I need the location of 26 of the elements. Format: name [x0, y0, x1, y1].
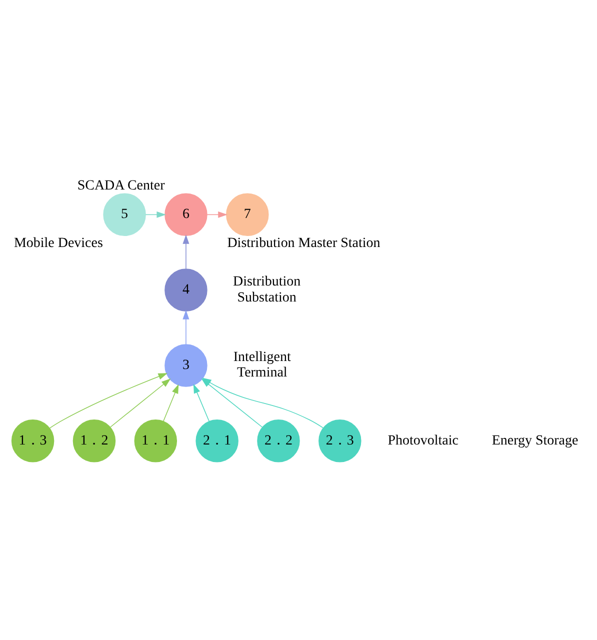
node-circle: 2．3 — [318, 420, 362, 462]
label: Photovoltaic — [388, 433, 458, 448]
arrow — [163, 384, 179, 422]
node-label: Mobile Devices — [14, 236, 103, 251]
label: Energy Storage — [492, 433, 578, 448]
arrow — [49, 373, 168, 428]
arrow — [182, 234, 190, 270]
node-circle: 1．3 — [11, 420, 54, 462]
node-circle: 4 — [164, 268, 208, 312]
node-circle: 6 — [164, 193, 208, 236]
node-circle: 5 — [103, 193, 146, 236]
node-label: Distribution Substation — [233, 274, 301, 306]
node-circle: 2．2 — [257, 420, 300, 462]
node-label: SCADA Center — [77, 178, 165, 194]
node-circle: 2．1 — [196, 420, 238, 462]
node-label: Intelligent Terminal — [233, 350, 291, 381]
arrow — [110, 378, 171, 428]
arrow — [145, 211, 166, 218]
node-circle: 7 — [226, 193, 269, 236]
node-circle: 3 — [164, 344, 208, 387]
node-circle: 1．1 — [134, 420, 178, 462]
node-label: Distribution Master Station — [227, 236, 380, 251]
arrow — [193, 384, 210, 422]
arrow — [206, 211, 228, 218]
arrow — [182, 310, 190, 345]
node-circle: 1．2 — [72, 420, 116, 462]
